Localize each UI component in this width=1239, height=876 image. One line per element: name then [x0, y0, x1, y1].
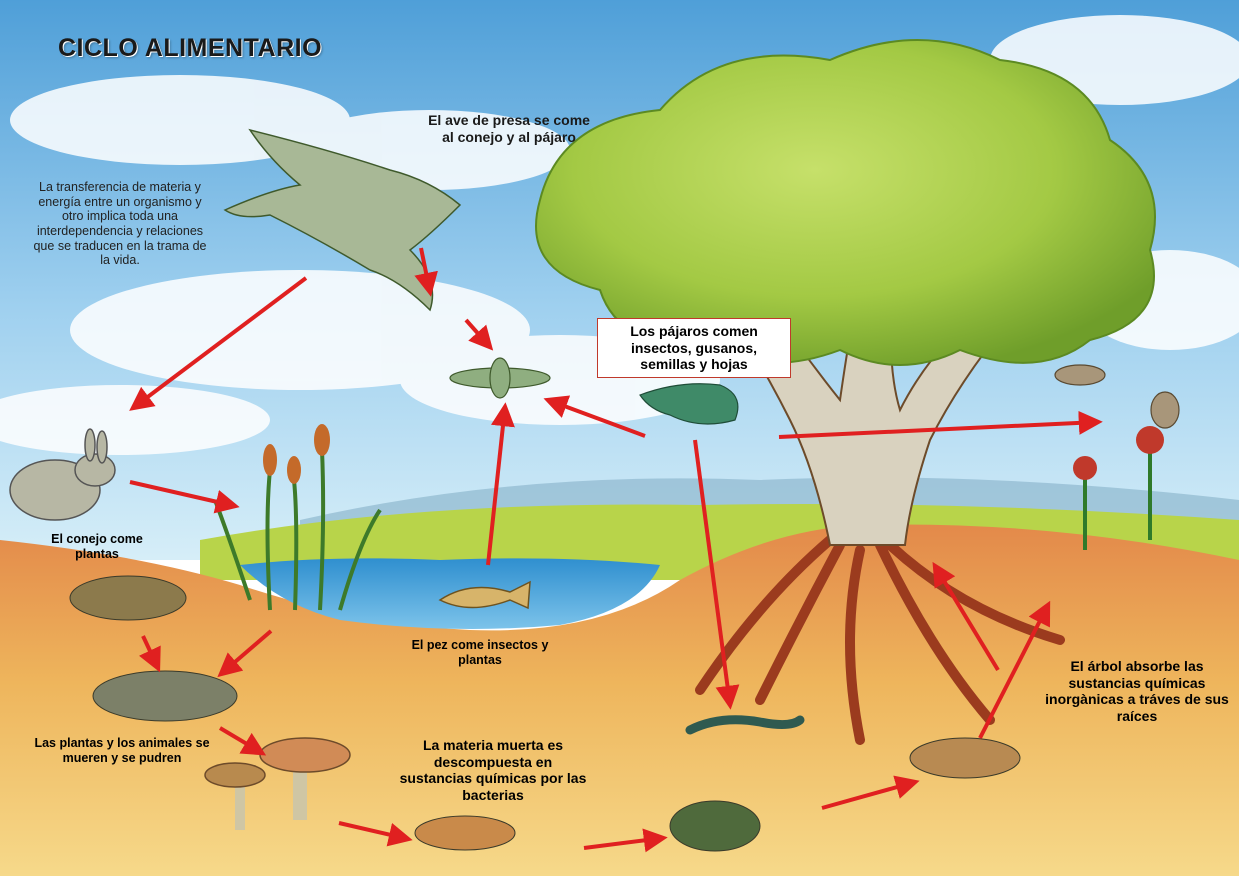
- label-decay: Las plantas y los animales se mueren y s…: [12, 736, 232, 766]
- label-fish: El pez come insectos y plantas: [400, 638, 560, 668]
- diagram-title: CICLO ALIMENTARIO: [58, 34, 322, 63]
- label-birds: Los pájaros comen insectos, gusanos, sem…: [597, 318, 791, 378]
- label-tree: El árbol absorbe las sustancias químicas…: [1042, 658, 1232, 724]
- label-raptor: El ave de presa se come al conejo y al p…: [424, 112, 594, 145]
- label-rabbit: El conejo come plantas: [32, 532, 162, 562]
- label-bacteria: La materia muerta es descompuesta en sus…: [398, 737, 588, 803]
- intro-text: La transferencia de materia y energía en…: [30, 180, 210, 268]
